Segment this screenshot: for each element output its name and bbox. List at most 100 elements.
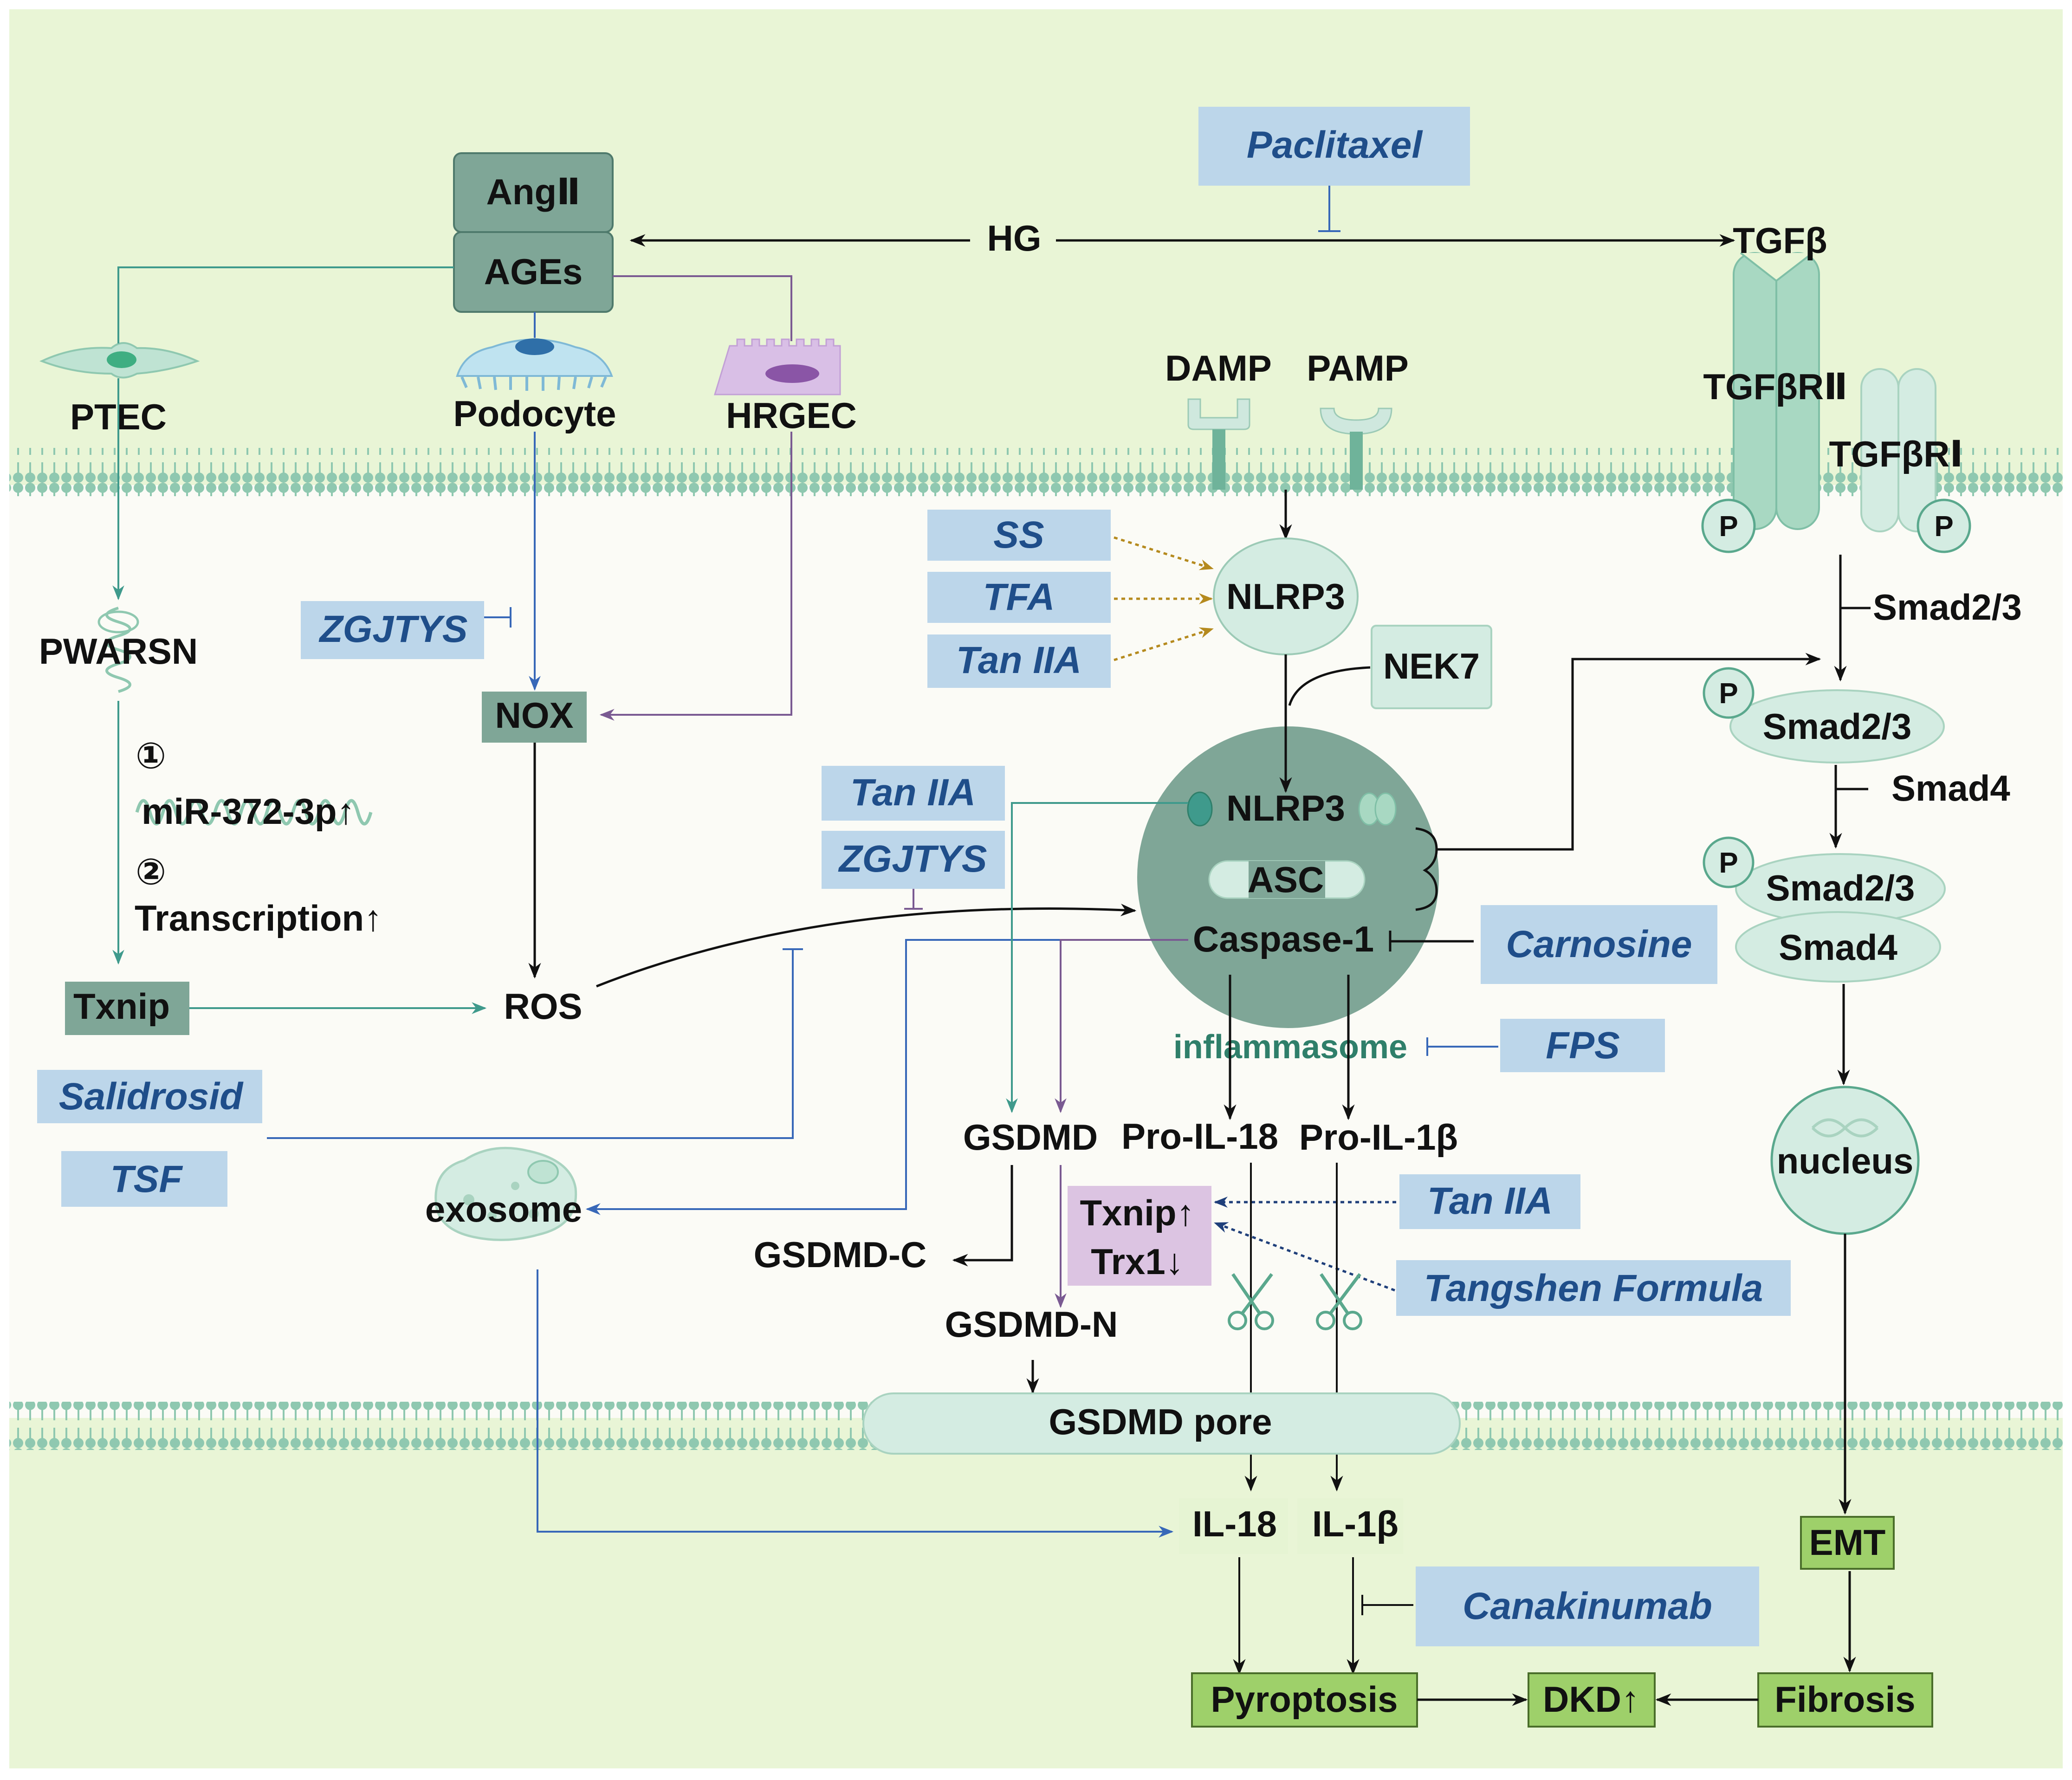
fibrosis-label: Fibrosis xyxy=(1774,1679,1915,1720)
phospho-badge-tgfbr1 xyxy=(1917,498,1971,553)
mir-372-label: miR-372-3p↑ xyxy=(142,791,355,832)
ss-to-nlrp3-arrow xyxy=(1114,536,1214,570)
hrgec-icon xyxy=(713,338,841,395)
gsdmd-n-label: GSDMD-N xyxy=(945,1304,1118,1345)
podocyte-label: Podocyte xyxy=(453,393,616,434)
drug-box-canakinumab xyxy=(1416,1566,1759,1646)
drug-label-carnosine: Carnosine xyxy=(1506,923,1692,965)
pwarsn-rna-icon xyxy=(97,607,139,693)
nek7-box xyxy=(1371,625,1492,709)
ang-ii-label: AngⅡ xyxy=(486,171,581,212)
drug-label-zgjtys-1: ZGJTYS xyxy=(319,608,468,650)
transcription-label: Transcription↑ xyxy=(135,898,382,939)
drug-label-tangshen: Tangshen Formula xyxy=(1424,1267,1763,1309)
drug-label-canakinumab: Canakinumab xyxy=(1463,1585,1712,1627)
txnip-box xyxy=(65,982,189,1035)
inflammasome-label: inflammasome xyxy=(1173,1029,1407,1066)
drug-label-taniia-2: Tan IIA xyxy=(850,771,976,814)
podocyte-icon xyxy=(456,338,613,391)
txnip-up-label: Txnip↑ xyxy=(1080,1192,1195,1233)
drug-box-zgjtys-1 xyxy=(301,601,484,659)
emt-box xyxy=(1800,1516,1895,1570)
drug-box-fps xyxy=(1500,1019,1665,1072)
damp-receptor-icon xyxy=(1187,398,1250,490)
pro-il1b-label: Pro-IL-1β xyxy=(1299,1117,1458,1158)
gsdmd-to-c-arrow xyxy=(952,1165,1013,1267)
scissors-icon xyxy=(1316,1273,1362,1330)
tgfbr1-label: TGFβRⅠ xyxy=(1829,434,1963,474)
drug-box-salidrosid xyxy=(37,1070,262,1123)
caspase-to-gsdmd-arrow xyxy=(1055,939,1188,1113)
gsdmd-c-label: GSDMD-C xyxy=(754,1234,927,1275)
dna-icon xyxy=(1811,1118,1879,1138)
txnip-label: Txnip xyxy=(73,986,170,1027)
drug-label-taniia-3: Tan IIA xyxy=(1427,1180,1553,1222)
drug-label-tfa: TFA xyxy=(983,576,1055,618)
exosome-to-il18-arrow xyxy=(537,1269,1174,1538)
phospho-badge-tgfbr2 xyxy=(1701,498,1756,553)
il1b-label: IL-1β xyxy=(1312,1503,1399,1544)
fibrosis-box xyxy=(1757,1672,1933,1728)
exosome-icon xyxy=(434,1146,577,1241)
tgfbr2-label: TGFβRⅡ xyxy=(1703,366,1847,407)
caspase-to-exosome-arrow xyxy=(585,939,1188,1215)
complex-smad4-label: Smad4 xyxy=(1779,927,1897,968)
smad-complex-4 xyxy=(1735,911,1941,983)
pyroptosis-label: Pyroptosis xyxy=(1211,1679,1398,1720)
caspase-1-label: Caspase-1 xyxy=(1193,919,1374,959)
ptec-cell-icon xyxy=(39,342,200,379)
drug-box-tangshen xyxy=(1396,1260,1791,1316)
drug-label-taniia-1: Tan IIA xyxy=(956,639,1081,681)
phospho-label-tgfbr2: P xyxy=(1719,511,1738,543)
phospho-badge-complex xyxy=(1703,836,1755,888)
trx1-down-label: Trx1↓ xyxy=(1091,1241,1183,1282)
phospho-label-smad23: P xyxy=(1719,678,1738,710)
hg-label: HG xyxy=(987,218,1042,259)
txnip-trx1-box xyxy=(1068,1186,1211,1286)
drug-box-carnosine xyxy=(1481,905,1717,984)
nlrp3-domain-icon xyxy=(1187,791,1397,827)
emt-label: EMT xyxy=(1809,1522,1886,1563)
nek7-label: NEK7 xyxy=(1383,646,1480,686)
ages-to-hrgec-line xyxy=(613,275,792,341)
phospho-label-complex: P xyxy=(1719,847,1738,879)
smad4-label: Smad4 xyxy=(1891,768,2010,809)
ages-label: AGEs xyxy=(484,251,583,292)
nox-box xyxy=(482,692,587,743)
drug-label-paclitaxel: Paclitaxel xyxy=(1247,124,1424,166)
phospho-label-tgfbr1: P xyxy=(1934,511,1953,543)
tgfbr2-receptor-icon xyxy=(1733,252,1820,530)
pwarsn-label: PWARSN xyxy=(39,631,198,672)
scissors-icon xyxy=(1228,1273,1274,1330)
drug-label-ss: SS xyxy=(993,514,1044,556)
hrgec-label: HRGEC xyxy=(726,395,857,436)
pamp-receptor-icon xyxy=(1320,408,1392,490)
taniia-to-nlrp3-arrow xyxy=(1114,627,1214,661)
smad23-label: Smad2/3 xyxy=(1873,587,2022,628)
drug-label-salidrosid: Salidrosid xyxy=(59,1075,244,1118)
dkd-label: DKD↑ xyxy=(1543,1679,1639,1720)
hrgec-to-nox-arrow xyxy=(599,432,792,721)
smad23-node-label: Smad2/3 xyxy=(1763,706,1912,747)
gsdmd-pore-label: GSDMD pore xyxy=(1049,1401,1272,1442)
il18-label: IL-18 xyxy=(1192,1503,1277,1544)
il18-box xyxy=(1179,1498,1288,1554)
pro-il18-label: Pro-IL-18 xyxy=(1121,1116,1278,1157)
ros-label: ROS xyxy=(504,986,582,1027)
exosome-label: exosome xyxy=(425,1189,582,1230)
inflammasome-to-smad-arrow xyxy=(1437,653,1821,851)
gsdmd-pore xyxy=(862,1392,1461,1455)
salidrosid-tsf-inhibit-ros-line xyxy=(267,949,794,1139)
nlrp3-top-label: NLRP3 xyxy=(1226,576,1345,617)
nlrp3-to-gsdmd-arrow xyxy=(1006,802,1188,1113)
drug-label-tsf: TSF xyxy=(110,1158,183,1200)
nek7-to-nlrp3-line xyxy=(1288,666,1371,706)
drug-box-tfa xyxy=(927,572,1111,623)
phospho-badge-smad23 xyxy=(1703,667,1755,719)
step2-marker: ② xyxy=(136,851,166,892)
ages-box xyxy=(453,231,614,313)
damp-label: DAMP xyxy=(1165,348,1272,388)
drug-box-taniia-2 xyxy=(822,766,1005,821)
